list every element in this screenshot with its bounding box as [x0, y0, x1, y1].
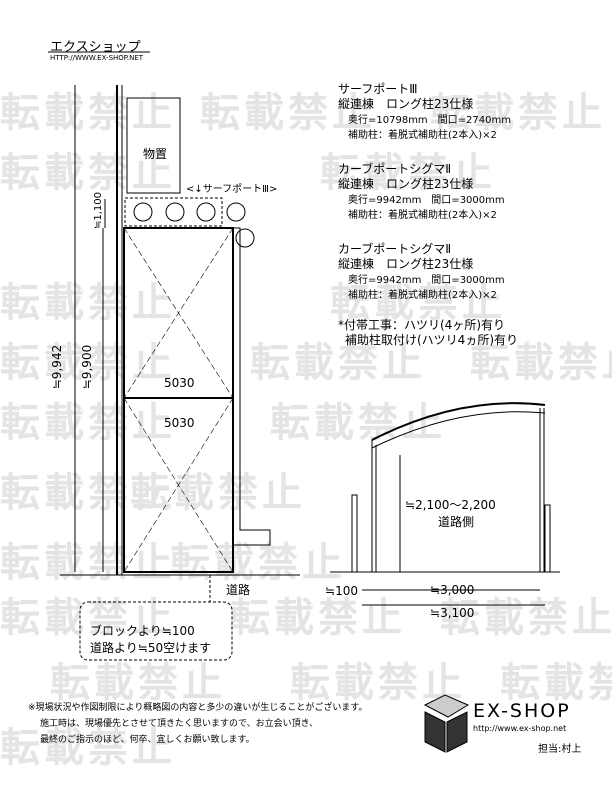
- dim-100: ≒100: [325, 584, 358, 598]
- spec-size: 奥行=9942mm 間口=3000mm: [348, 195, 505, 206]
- note-1: *付帯工事：ハツリ(4ヶ所)有り: [338, 318, 505, 332]
- logo: [423, 694, 470, 753]
- watermark: 転載禁止: [0, 400, 176, 446]
- watermark: 転載禁止: [50, 660, 226, 706]
- road-side: 道路側: [438, 515, 475, 529]
- spec-name: カーブポートシグマⅡ: [338, 242, 452, 256]
- dim-3000: ≒3,000: [430, 583, 475, 597]
- watermark: 転載禁止: [200, 90, 376, 136]
- callout-box: [79, 601, 233, 661]
- watermark: 転載禁止: [440, 595, 612, 641]
- watermark: 転載禁止: [170, 540, 346, 586]
- watermark: 転載禁止: [320, 150, 496, 196]
- watermark: 転載禁止: [0, 280, 176, 326]
- spec-aux: 補助柱：着脱式補助柱(2本入)×2: [348, 210, 497, 221]
- dim-9900: ≒9,900: [80, 344, 95, 390]
- dim-3100: ≒3,100: [430, 606, 475, 620]
- watermark: 転載禁止: [330, 280, 506, 326]
- watermark: 転載禁止: [0, 540, 176, 586]
- watermark: 転載禁止: [290, 660, 466, 706]
- spec-aux: 補助柱：着脱式補助柱(2本入)×2: [348, 290, 497, 301]
- disclaimer-2: 施工時は、現場優先とさせて頂きたく思いますので、お立会い頂き、: [40, 719, 319, 729]
- unit-bottom: 5030: [164, 416, 195, 430]
- spec-size: 奥行=9942mm 間口=3000mm: [348, 275, 505, 286]
- disclaimer-1: ※現場状況や作図制限により概略図の内容と多少の違いが生じることがございます。: [28, 703, 368, 713]
- spec-type: 縦連棟 ロング柱23仕様: [338, 257, 474, 271]
- watermark: 転載禁止: [0, 595, 176, 641]
- roof: [371, 402, 546, 441]
- watermark: 転載禁止: [270, 400, 446, 446]
- watermark: 転載禁止: [250, 340, 426, 386]
- dim-1100: ≒1,100: [93, 191, 105, 230]
- callout-1: ブロックより≒100: [90, 624, 195, 638]
- staff: 担当:村上: [538, 744, 582, 755]
- spec-type: 縦連棟 ロング柱23仕様: [338, 177, 474, 191]
- unit-top: 5030: [164, 376, 195, 390]
- shed: [126, 97, 181, 194]
- tree-area: [124, 197, 223, 227]
- spec-aux: 補助柱：着脱式補助柱(2本入)×2: [348, 130, 497, 141]
- disclaimer-3: 最終のご指示のほど、何卒、宜しくお願い致します。: [40, 735, 255, 745]
- brand-name: EX-SHOP: [473, 700, 571, 722]
- dim-9942: ≒9,942: [50, 344, 65, 390]
- watermark: 転載禁止: [470, 340, 612, 386]
- shed-label: 物置: [143, 147, 168, 161]
- brand-url: http://www.ex-shop.net: [473, 724, 567, 733]
- trees: [133, 202, 255, 248]
- spec-size: 奥行=10798mm 間口=2740mm: [348, 115, 511, 126]
- header-url: HTTP://WWW.EX-SHOP.NET: [50, 54, 144, 62]
- watermark: 転載禁止: [130, 470, 306, 516]
- callout-2: 道路より≒50空けます: [90, 641, 212, 655]
- surfport-label: <↓サーフポートⅢ>: [186, 184, 278, 195]
- height-dim: ≒2,100～2,200: [405, 498, 496, 512]
- carport-plan: [123, 227, 234, 573]
- watermark: 転載禁止: [430, 90, 606, 136]
- header-title: エクスショップ: [50, 40, 141, 55]
- watermark: 転載禁止: [0, 150, 176, 196]
- watermark: 転載禁止: [0, 470, 176, 516]
- road-label: 道路: [226, 583, 251, 597]
- watermark: 転載禁止: [230, 595, 406, 641]
- spec-name: カーブポートシグマⅡ: [338, 162, 452, 176]
- watermark: 転載禁止: [0, 340, 176, 386]
- watermark: 転載禁止: [500, 660, 612, 706]
- note-2: 補助柱取付け(ハツリ4ヵ所)有り: [345, 333, 518, 347]
- spec-name: サーフポートⅢ: [338, 82, 418, 96]
- spec-type: 縦連棟 ロング柱23仕様: [338, 97, 474, 111]
- watermark: 転載禁止: [0, 725, 176, 771]
